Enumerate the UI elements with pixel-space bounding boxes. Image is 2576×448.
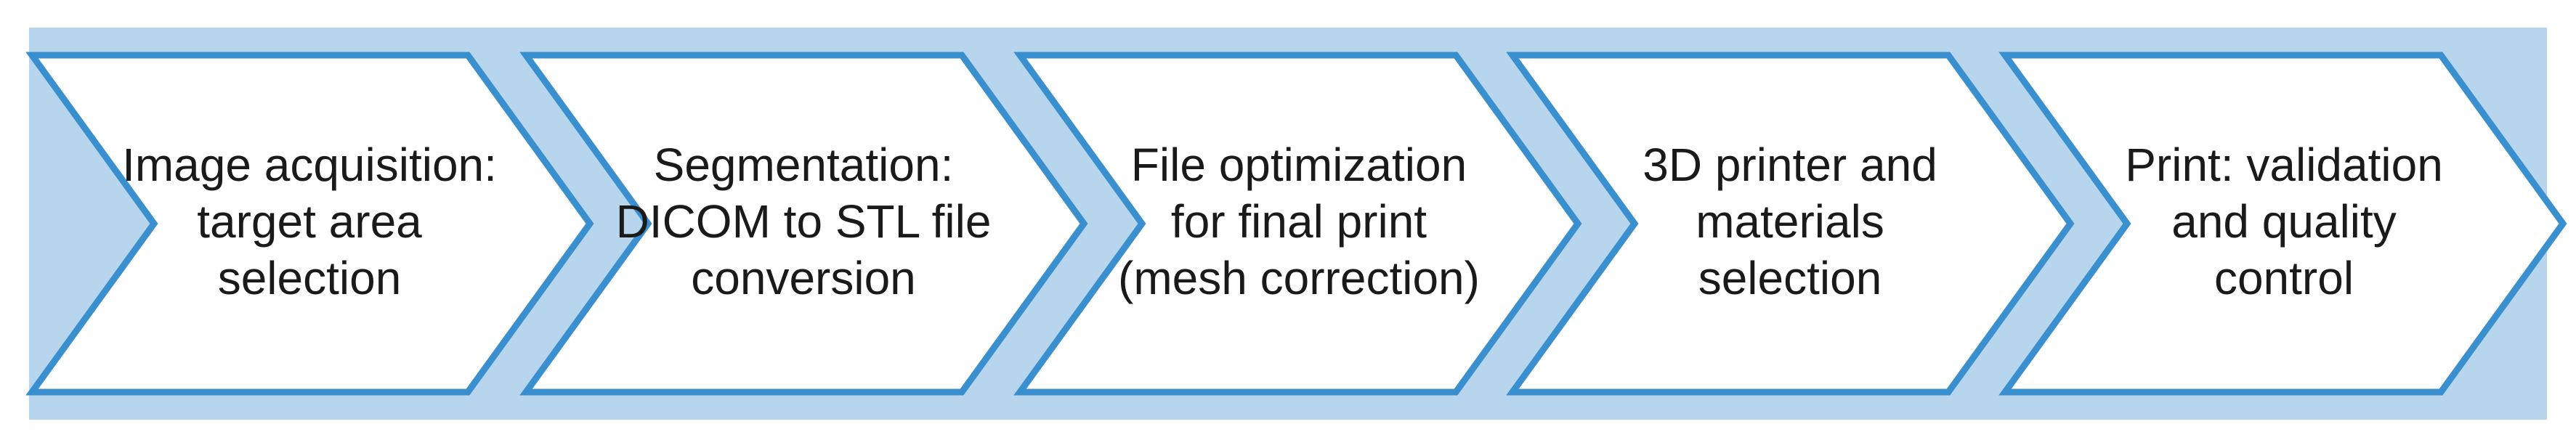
step-3-line-1: File optimization [1130,138,1467,191]
step-1-line-2: target area [197,195,422,248]
step-5-chevron [1998,52,2567,396]
step-2-line-1: Segmentation: [653,138,954,191]
step-3-line-2: for final print [1170,195,1427,248]
step-2-line-2: DICOM to STL file [615,195,992,248]
step-4-chevron [1506,52,2075,396]
chevron-group [25,52,2567,396]
step-1-label: Image acquisition: target area selection [106,116,513,327]
step-5-label: Print: validation and quality control [2081,116,2487,327]
step-3-chevron [1013,52,1582,396]
step-3-line-3: (mesh correction) [1118,252,1480,305]
step-1-line-3: selection [217,252,402,305]
step-4-line-2: materials [1696,195,1884,248]
step-3-label: File optimization for final print (mesh … [1095,116,1502,327]
step-4-line-1: 3D printer and [1643,138,1937,191]
step-5-line-3: control [2214,252,2354,305]
step-1-line-1: Image acquisition: [122,138,497,191]
step-5-line-1: Print: validation [2125,138,2443,191]
step-2-label: Segmentation: DICOM to STL file conversi… [600,116,1007,327]
step-5-line-2: and quality [2171,195,2397,248]
step-2-line-3: conversion [691,252,916,305]
step-2-chevron [519,52,1088,396]
step-4-label: 3D printer and materials selection [1587,116,1993,327]
step-1-chevron [25,52,594,396]
step-4-line-3: selection [1698,252,1882,305]
